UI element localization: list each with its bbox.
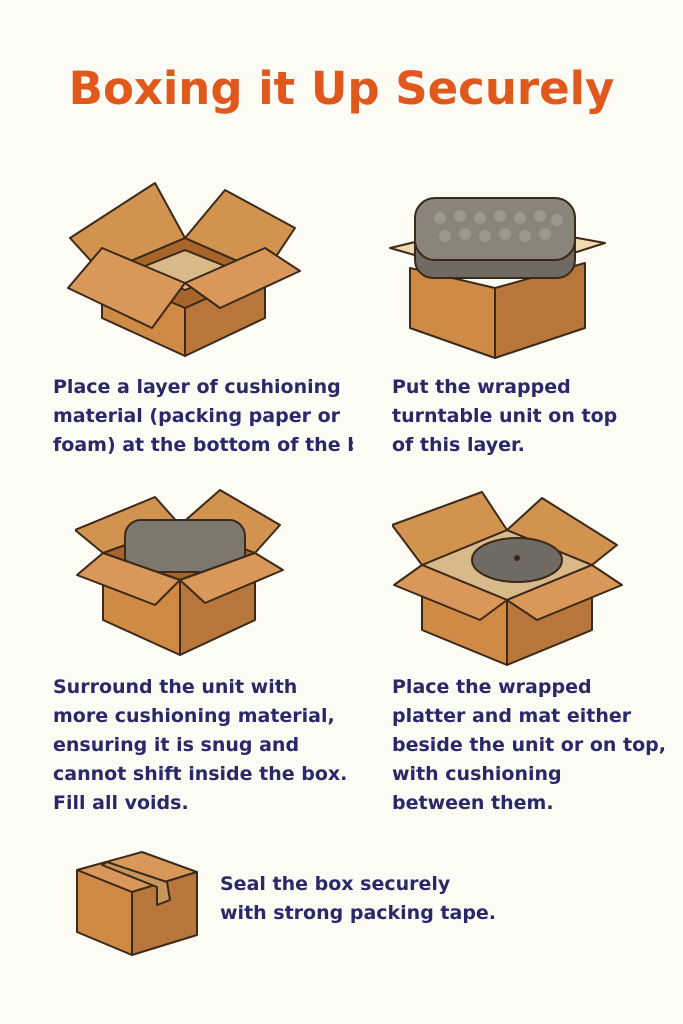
step-4-text: Place the wrapped platter and mat either…	[392, 673, 666, 818]
step-2-text: Put the wrapped turntable unit on top of…	[392, 373, 617, 460]
step-line: Place a layer of cushioning	[53, 376, 341, 398]
step-line: more cushioning material,	[53, 705, 335, 727]
step-5-text: Seal the box securely with strong packin…	[220, 870, 496, 928]
step-line: foam) at the bottom of the b	[53, 434, 353, 456]
step-line: material (packing paper or	[53, 405, 340, 427]
step-line: Place the wrapped	[392, 676, 592, 698]
step-line: Seal the box securely	[220, 873, 451, 895]
open-box-with-unit-icon	[75, 489, 284, 656]
step-line: Put the wrapped	[392, 376, 571, 398]
step-line: platter and mat either	[392, 705, 632, 727]
sealed-box-icon	[76, 851, 198, 956]
page-title: Boxing it Up Securely	[68, 62, 615, 115]
step-line: of this layer.	[392, 434, 525, 456]
step-line: Fill all voids.	[53, 792, 189, 814]
open-box-with-platter-icon	[392, 491, 623, 666]
step-line: with cushioning	[392, 763, 562, 785]
step-line: Surround the unit with	[53, 676, 298, 698]
step-line: between them.	[392, 792, 554, 814]
step-line: with strong packing tape.	[220, 902, 497, 924]
step-3-text: Surround the unit with more cushioning m…	[53, 673, 347, 818]
open-box-cushion-icon	[67, 182, 301, 357]
step-line: beside the unit or on top,	[392, 734, 666, 756]
step-line: ensuring it is snug and	[53, 734, 300, 756]
box-with-unit-icon	[389, 197, 606, 359]
step-line: cannot shift inside the box.	[53, 763, 348, 785]
step-line: turntable unit on top	[392, 405, 618, 427]
step-1-text: Place a layer of cushioning material (pa…	[53, 373, 353, 460]
